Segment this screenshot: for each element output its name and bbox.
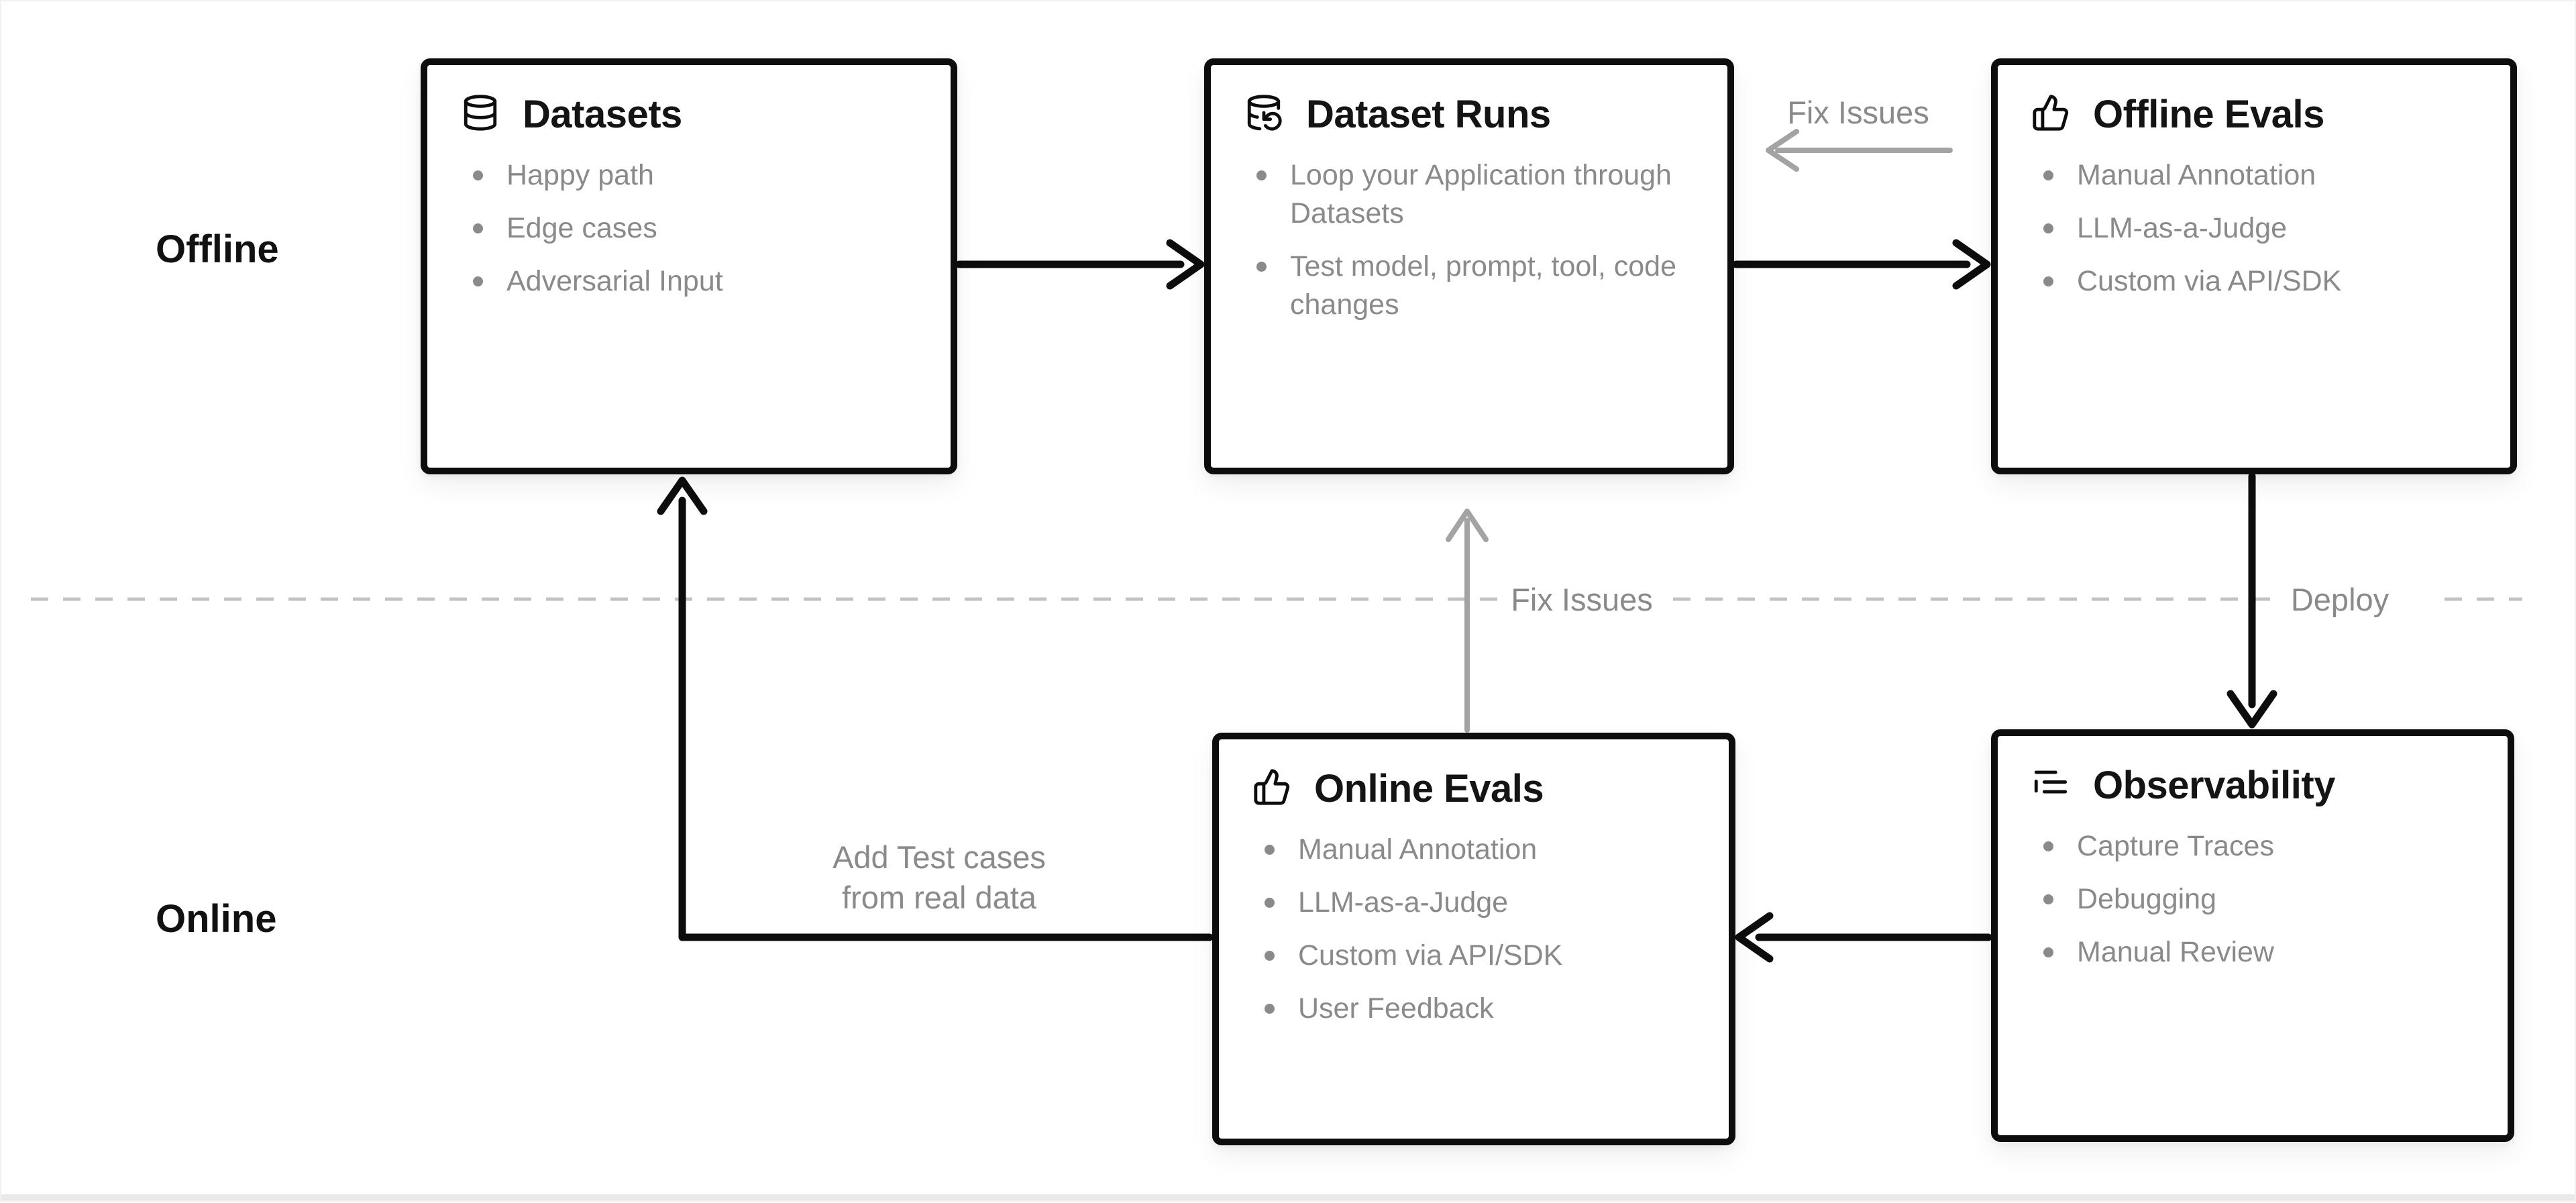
arrow-dataset-runs-to-offline-evals (1732, 239, 1991, 290)
datasets-title: Datasets (523, 92, 682, 136)
datasets-bullet-list: Happy path Edge cases Adversarial Input (461, 156, 924, 301)
list-item: Capture Traces (2039, 827, 2473, 866)
fix-issues-top-arrow (1766, 129, 1953, 172)
arrow-online-evals-to-datasets (657, 476, 1214, 941)
online-evals-title: Online Evals (1314, 766, 1544, 810)
list-item: Test model, prompt, tool, code changes (1252, 248, 1686, 324)
observability-title: Observability (2093, 763, 2335, 807)
list-item: Manual Review (2039, 933, 2473, 972)
dataset-runs-box: Dataset Runs Loop your Application throu… (1204, 58, 1734, 474)
add-test-cases-line2: from real data (842, 880, 1036, 915)
list-item: LLM-as-a-Judge (2039, 209, 2473, 248)
list-item: Manual Annotation (2039, 156, 2473, 195)
list-item: Debugging (2039, 880, 2473, 919)
list-item: Edge cases (469, 209, 902, 248)
observability-bullet-list: Capture Traces Debugging Manual Review (2031, 827, 2481, 972)
observability-box: Observability Capture Traces Debugging M… (1991, 729, 2514, 1142)
thumbs-up-icon (1252, 768, 1291, 810)
lane-label-online: Online (156, 897, 277, 941)
database-icon (461, 93, 500, 136)
offline-evals-title: Offline Evals (2093, 92, 2324, 136)
arrow-datasets-to-dataset-runs (955, 239, 1205, 290)
list-item: User Feedback (1260, 990, 1694, 1028)
fix-issues-top-label: Fix Issues (1787, 94, 1929, 130)
fix-issues-middle-arrow (1446, 509, 1489, 733)
add-test-cases-label: Add Test cases from real data (833, 837, 1046, 918)
list-item: Manual Annotation (1260, 831, 1694, 869)
list-item: Adversarial Input (469, 262, 902, 301)
logs-icon (2031, 764, 2070, 806)
list-item: Custom via API/SDK (2039, 262, 2473, 301)
online-evals-box: Online Evals Manual Annotation LLM-as-a-… (1212, 733, 1735, 1145)
offline-evals-box: Offline Evals Manual Annotation LLM-as-a… (1991, 58, 2517, 474)
datasets-box: Datasets Happy path Edge cases Adversari… (421, 58, 957, 474)
database-backup-icon (1244, 93, 1283, 136)
thumbs-up-icon (2031, 93, 2070, 136)
list-item: Happy path (469, 156, 902, 195)
dataset-runs-bullet-list: Loop your Application through Datasets T… (1244, 156, 1701, 324)
offline-evals-bullet-list: Manual Annotation LLM-as-a-Judge Custom … (2031, 156, 2483, 301)
dataset-runs-title: Dataset Runs (1306, 92, 1551, 136)
list-item: Loop your Application through Datasets (1252, 156, 1686, 233)
deploy-label: Deploy (2290, 581, 2390, 617)
list-item: LLM-as-a-Judge (1260, 884, 1694, 922)
arrow-offline-evals-to-observability (2226, 472, 2277, 729)
add-test-cases-line1: Add Test cases (833, 839, 1046, 875)
list-item: Custom via API/SDK (1260, 937, 1694, 975)
bottom-edge-strip (1, 1194, 2575, 1200)
fix-issues-middle-label: Fix Issues (1511, 581, 1653, 617)
lane-label-offline: Offline (156, 227, 279, 271)
arrow-observability-to-online-evals (1735, 912, 1992, 963)
online-evals-bullet-list: Manual Annotation LLM-as-a-Judge Custom … (1252, 831, 1702, 1028)
